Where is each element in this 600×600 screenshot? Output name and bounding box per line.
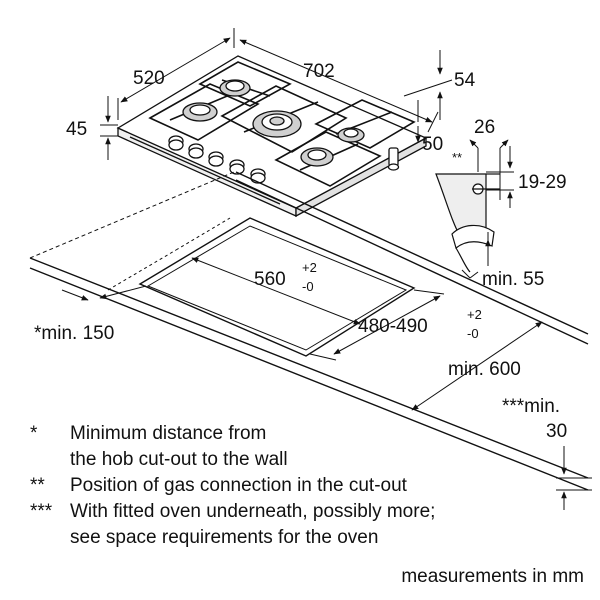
dim-cutout-width-label: 560	[254, 269, 286, 290]
burner-wok-icon	[252, 110, 302, 138]
dim-width-label: 702	[303, 61, 335, 82]
knob-1-icon	[168, 135, 184, 151]
gas-pipe-icon	[387, 147, 400, 171]
knob-5-icon	[250, 168, 266, 184]
dim-cutout-depth-tol-plus: +2	[467, 307, 482, 322]
dim-cutout-width-tol-plus: +2	[302, 260, 317, 275]
dim-gas-offset-label: 26	[474, 117, 495, 138]
note-2-line-1: Position of gas connection in the cut-ou…	[70, 475, 407, 496]
dim-rear-offset-label: 50	[422, 134, 443, 155]
note-1-line-1: Minimum distance from	[70, 423, 267, 444]
dim-gas-height-label: 19-29	[518, 172, 567, 193]
hob-cutout-inner	[146, 225, 408, 351]
burner-rear-right-icon	[337, 127, 365, 143]
control-knobs	[168, 135, 266, 184]
control-strip-line	[129, 136, 281, 205]
dim-cutout-depth-tol-minus: -0	[467, 326, 479, 341]
burner-front-left-icon	[182, 102, 218, 122]
note-3-line-1: With fitted oven underneath, possibly mo…	[70, 501, 436, 522]
note-3-line-2: see space requirements for the oven	[70, 527, 379, 548]
note-3-mark: ***	[30, 501, 53, 522]
burner-front-right-icon	[300, 147, 334, 167]
dim-oven-value-label: 30	[546, 421, 567, 442]
dim-side-height-label: 54	[454, 70, 476, 91]
dim-wall-distance-label: *min. 150	[34, 323, 114, 344]
knob-3-icon	[208, 151, 224, 167]
dim-depth-label: 520	[133, 68, 165, 89]
knob-4-icon	[229, 159, 245, 175]
hob-dimension-lines	[100, 28, 453, 160]
dim-gas-marker-label: **	[452, 150, 462, 165]
dim-worktop-depth-label: min. 600	[448, 359, 521, 380]
note-1-mark: *	[30, 423, 38, 444]
worktop-dimension-lines	[61, 217, 592, 510]
knob-2-icon	[188, 143, 204, 159]
note-1-line-2: the hob cut-out to the wall	[70, 449, 288, 470]
units-footer: measurements in mm	[401, 566, 584, 587]
dim-cutout-depth-label: 480-490	[358, 316, 428, 337]
note-2-mark: **	[30, 475, 45, 496]
gas-connection-detail	[435, 139, 514, 279]
dim-front-height-label: 45	[66, 119, 87, 140]
dim-min-depth-label: min. 55	[482, 269, 544, 290]
dim-oven-min-label: ***min.	[502, 396, 560, 417]
burner-rear-left-icon	[219, 79, 251, 97]
dim-cutout-width-tol-minus: -0	[302, 279, 314, 294]
